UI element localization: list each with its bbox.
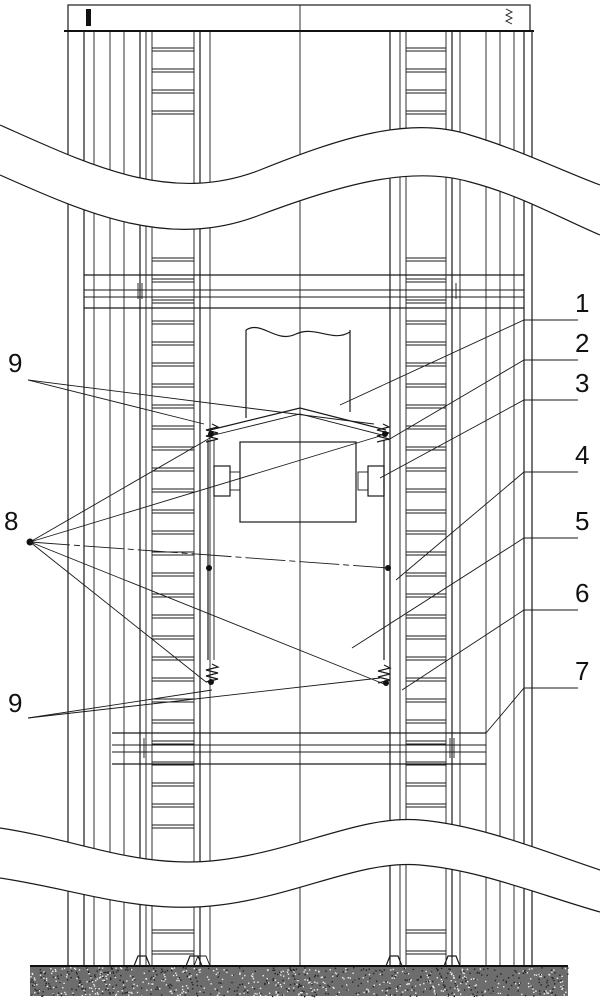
side-hanger-rods [207,440,391,660]
label-9-lower: 9 [8,688,22,718]
label-4: 4 [575,440,589,470]
label-8: 8 [4,506,18,536]
spring [205,423,220,443]
hinge-points [26,431,391,686]
right-guide-rail [389,31,461,966]
label-6: 6 [575,578,589,608]
suspended-pipe [245,327,351,418]
label-3: 3 [575,368,589,398]
upper-break-band [0,124,600,236]
springs [205,423,392,684]
label-7: 7 [575,656,589,686]
label-1: 1 [575,288,589,318]
carrier-top-chord [209,407,387,437]
carrier-box [239,441,357,523]
column-feet [133,955,461,967]
top-beam [64,4,534,32]
spring [377,664,392,684]
leader-lines [27,319,578,734]
lower-break-band [0,818,600,913]
part-labels: 1 2 3 4 5 6 7 8 9 9 [4,288,589,718]
label-2: 2 [575,328,589,358]
spring [205,663,220,683]
upper-cross-beam [84,274,524,309]
lower-cross-beam [112,732,486,765]
ground-slab [30,965,570,998]
label-9-upper: 9 [8,348,22,378]
label-5: 5 [575,506,589,536]
ladder-rungs [152,47,446,955]
middle-tie [29,541,389,569]
